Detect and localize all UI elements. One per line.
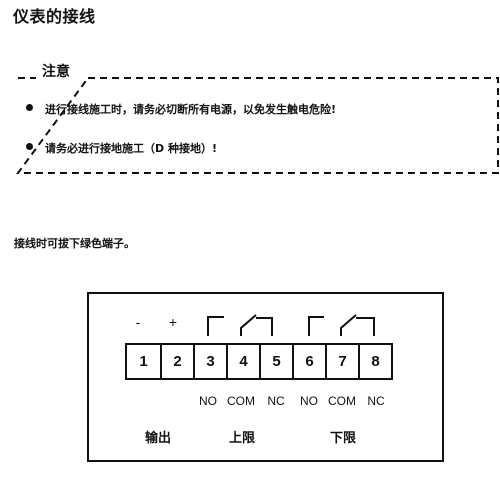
terminal-1: 1 — [139, 353, 148, 370]
bullet-icon — [26, 104, 33, 111]
normally-open-contact-icon — [207, 316, 224, 336]
group-label-output: 输出 — [144, 431, 171, 446]
terminal-3: 3 — [193, 345, 226, 378]
terminal-5: 5 — [259, 345, 292, 378]
minus-sign: - — [135, 314, 141, 330]
contact-label-com: COM — [227, 394, 255, 408]
bullet-icon — [26, 143, 33, 150]
terminal-block: 1 2 3 4 5 6 7 8 — [125, 343, 393, 380]
contact-label-com: COM — [328, 394, 356, 408]
contact-label-no: NO — [300, 394, 318, 408]
terminal-4: 4 — [226, 345, 259, 378]
changeover-contact-icon — [240, 314, 273, 336]
normally-open-contact-icon — [308, 316, 324, 336]
notice-label: 注意 — [39, 61, 73, 81]
page-title: 仪表的接线 — [13, 7, 96, 26]
terminal-hint: 接线时可拔下绿色端子。 — [14, 237, 135, 250]
changeover-contact-icon — [340, 314, 375, 336]
terminal-6: 6 — [292, 345, 325, 378]
terminal-2: 2 — [160, 345, 193, 378]
contact-label-nc: NC — [367, 394, 385, 408]
notice-box — [16, 77, 499, 174]
notice-item: 请务必进行接地施工（D 种接地）! — [45, 142, 217, 155]
notice-item: 进行接线施工时，请务必切断所有电源，以免发生触电危险! — [45, 103, 337, 116]
contact-label-no: NO — [199, 394, 217, 408]
group-label-lower-limit: 下限 — [329, 431, 356, 446]
terminal-8: 8 — [358, 345, 391, 378]
terminal-7: 7 — [325, 345, 358, 378]
plus-sign: + — [168, 314, 178, 330]
contact-label-nc: NC — [267, 394, 285, 408]
group-label-upper-limit: 上限 — [228, 431, 255, 446]
terminal-panel — [87, 292, 444, 462]
